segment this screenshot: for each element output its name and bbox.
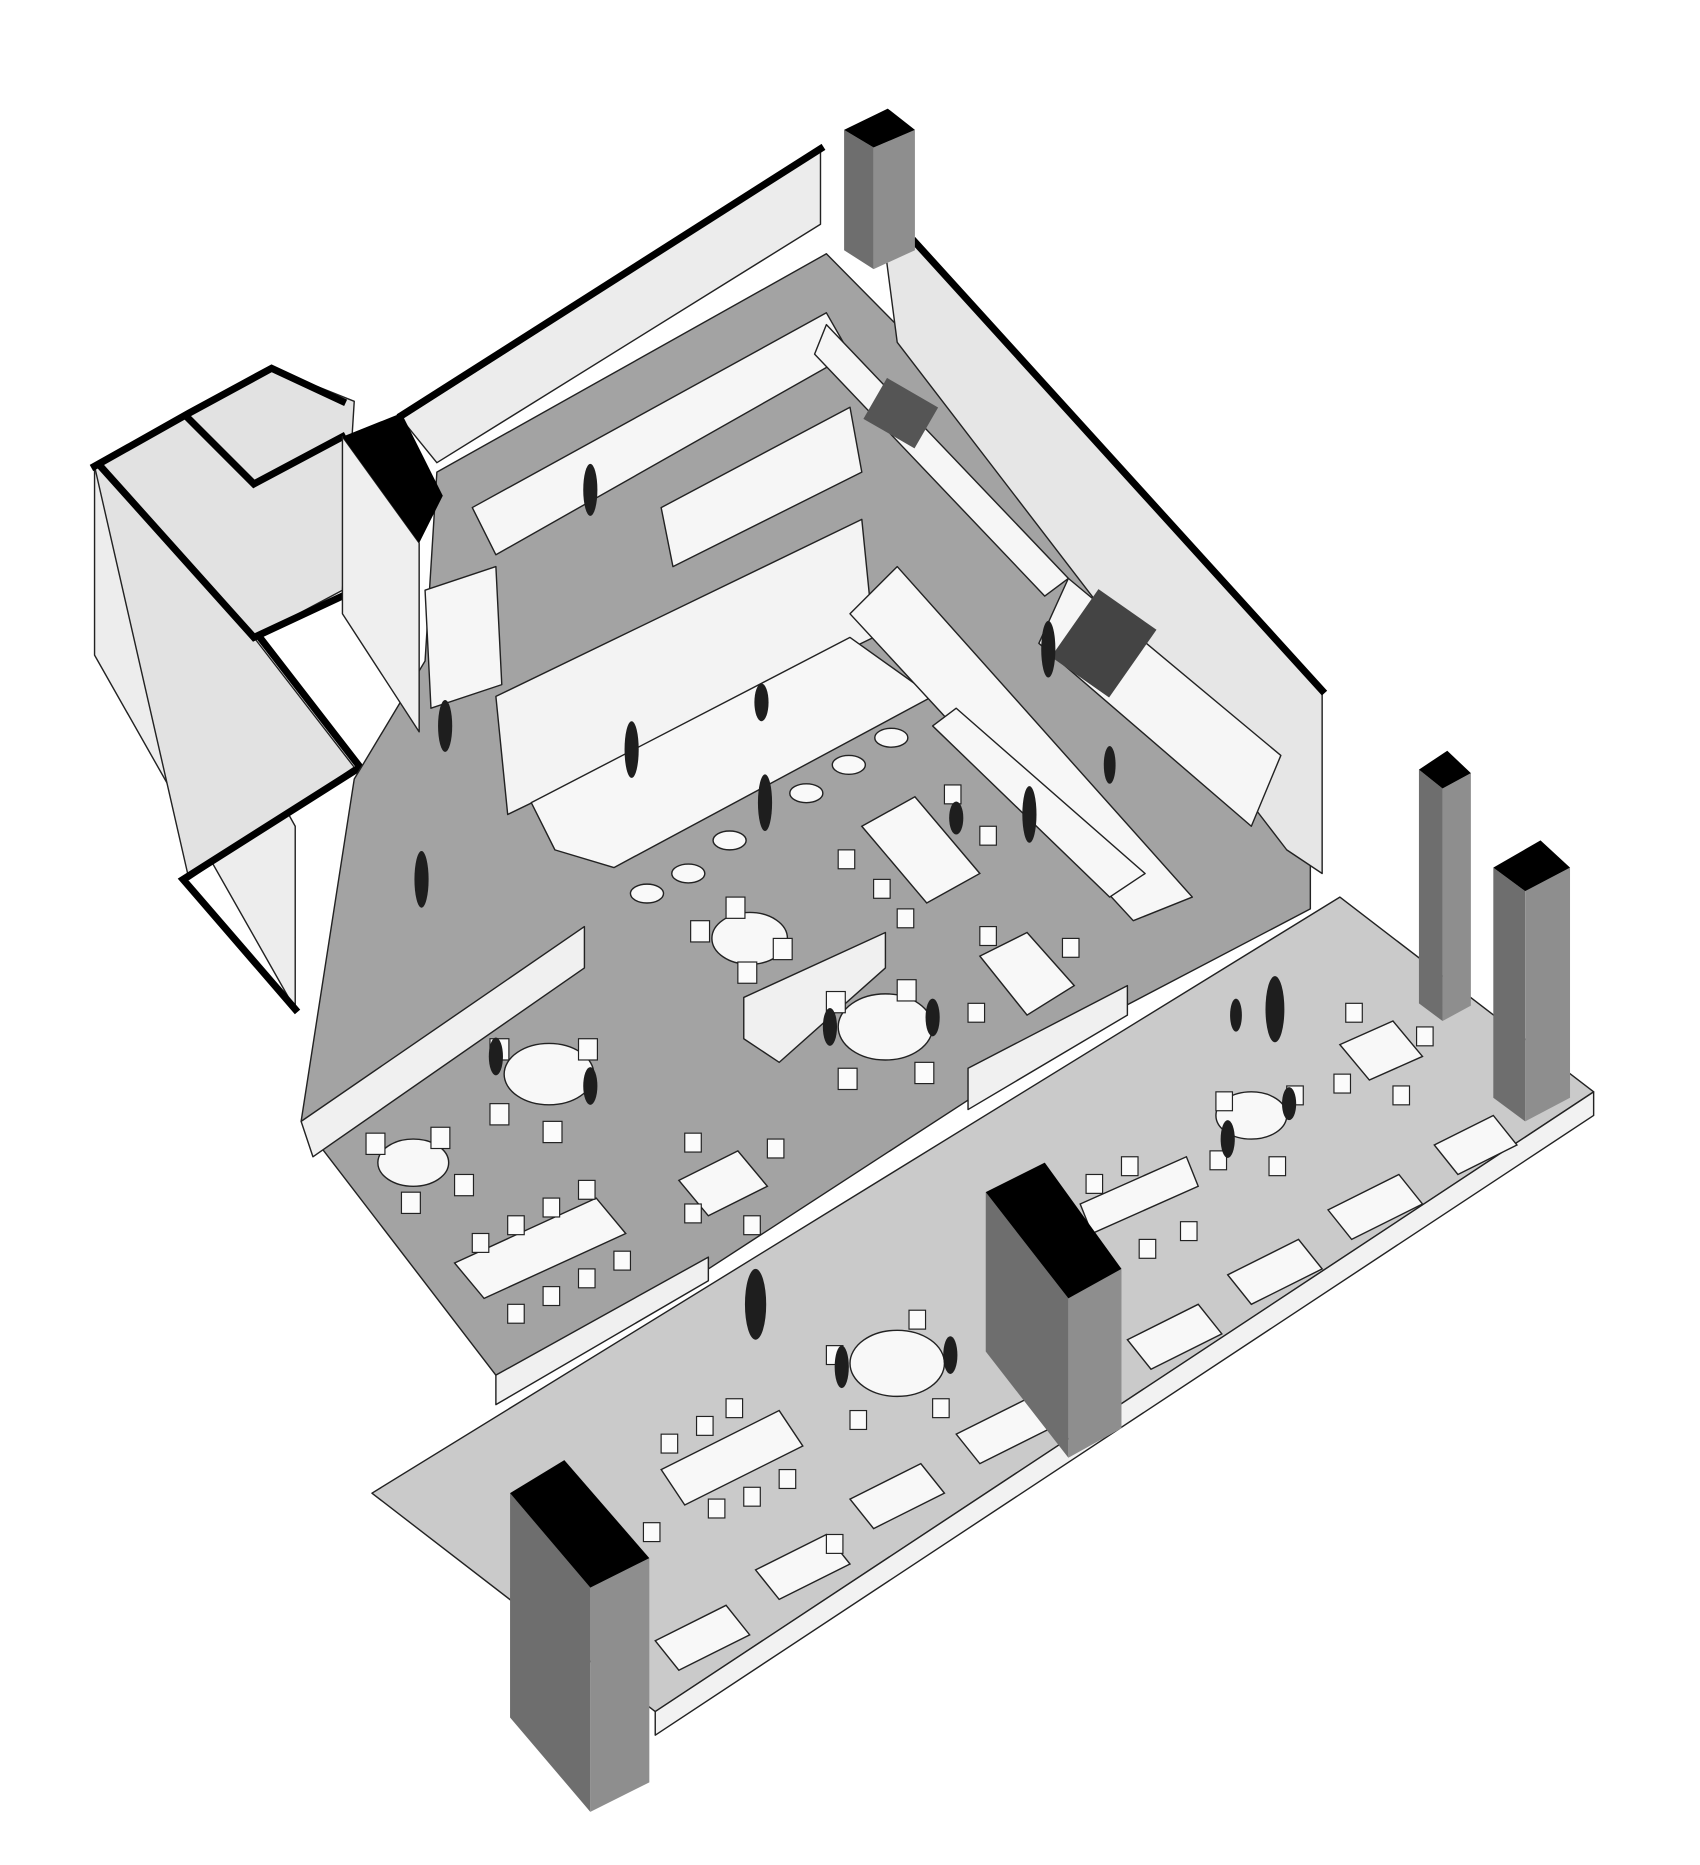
annex-cut-walls-2: [95, 461, 348, 642]
terrace-edge-wall: [654, 1091, 1595, 1736]
service-counter: [849, 565, 1194, 922]
column-3: [1493, 840, 1571, 1122]
booth-wall-left: [300, 925, 586, 1158]
chairs: [365, 784, 1434, 1554]
people-figures: [414, 463, 1297, 1389]
booth-wall-right: [967, 984, 1129, 1111]
bar-stools: [629, 727, 909, 904]
stove: [863, 377, 1157, 698]
round-tables: [377, 911, 1288, 1398]
back-wall-cut-line: [396, 143, 826, 421]
column-4: [985, 1162, 1122, 1458]
left-wall-block: [341, 436, 420, 733]
column-5: [510, 1460, 650, 1812]
annex-cut-walls-4: [177, 632, 366, 1015]
annex-cut-walls-3: [183, 414, 348, 489]
right-wall-cut-line: [909, 236, 1328, 696]
column-2: [1418, 750, 1471, 1022]
black-wall-cut: [342, 413, 443, 543]
rect-tables: [453, 795, 1519, 1672]
service-counter-2: [931, 707, 1146, 898]
column-1: [844, 108, 915, 270]
bar-counter: [530, 636, 934, 869]
booth-wall-bottom: [495, 1256, 710, 1406]
annex-cut-walls: [89, 364, 348, 472]
